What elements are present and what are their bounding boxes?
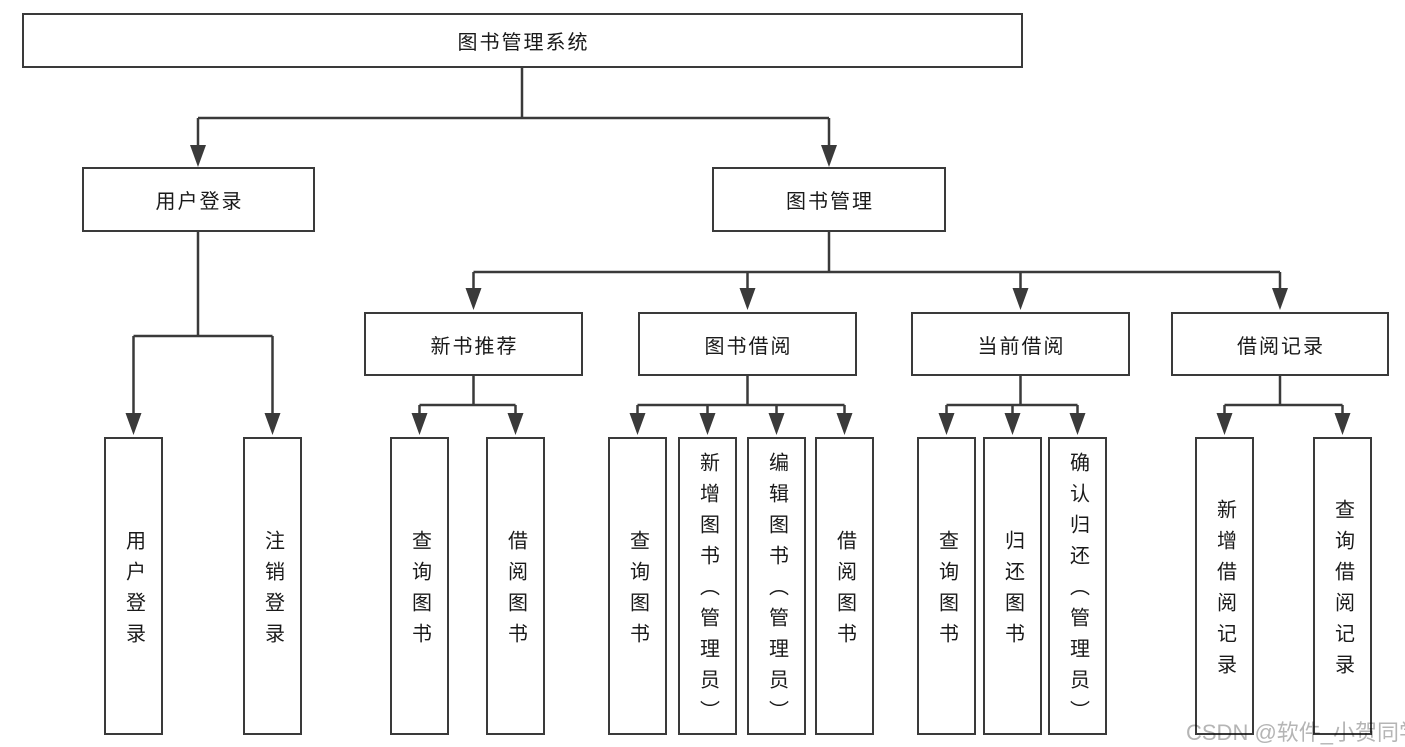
node-leaf-return-books: 归还图书 <box>983 437 1042 735</box>
node-label: 编辑图书（管理员） <box>765 452 788 731</box>
node-leaf-edit-books-admin: 编辑图书（管理员） <box>747 437 806 735</box>
node-borrowing-records: 借阅记录 <box>1171 312 1389 376</box>
node-leaf-user-login: 用户登录 <box>104 437 163 735</box>
connector-current-branch <box>945 376 1079 415</box>
node-leaf-confirm-return-admin: 确认归还（管理员） <box>1048 437 1107 735</box>
node-leaf-query-borrow-record: 查询借阅记录 <box>1313 437 1372 735</box>
node-label: 查询图书 <box>408 529 431 654</box>
node-label: 新书推荐 <box>430 335 519 358</box>
node-new-book-recommend: 新书推荐 <box>364 312 583 376</box>
node-leaf-borrow-query-books: 查询图书 <box>608 437 667 735</box>
node-label: 新增图书（管理员） <box>696 452 719 731</box>
node-label: 用户登录 <box>122 529 145 654</box>
connector-records-branch <box>1223 376 1344 415</box>
node-label: 查询图书 <box>935 529 958 654</box>
node-label: 图书管理 <box>786 191 874 213</box>
node-label: 确认归还（管理员） <box>1066 452 1089 731</box>
node-leaf-newbook-query-books: 查询图书 <box>390 437 449 735</box>
node-label: 查询图书 <box>626 529 649 654</box>
connector-newbook-branch <box>418 376 517 415</box>
node-label: 借阅图书 <box>504 529 527 654</box>
connector-borrow-branch <box>636 376 846 415</box>
node-user-login: 用户登录 <box>82 167 315 232</box>
node-label: 图书借阅 <box>704 335 793 358</box>
node-label: 新增借阅记录 <box>1213 498 1236 685</box>
node-book-borrowing: 图书借阅 <box>638 312 857 376</box>
node-label: 借阅记录 <box>1237 335 1325 358</box>
node-leaf-add-borrow-record: 新增借阅记录 <box>1195 437 1254 735</box>
node-label: 查询借阅记录 <box>1331 498 1354 685</box>
connector-userlogin-branch <box>132 232 274 415</box>
node-label: 归还图书 <box>1001 529 1024 654</box>
node-label: 用户登录 <box>155 191 244 213</box>
node-current-borrowing: 当前借阅 <box>911 312 1130 376</box>
node-leaf-logout: 注销登录 <box>243 437 302 735</box>
node-leaf-borrow-books: 借阅图书 <box>815 437 874 735</box>
node-label: 注销登录 <box>261 529 284 654</box>
arrowheads <box>125 145 1351 435</box>
node-leaf-newbook-borrow-books: 借阅图书 <box>486 437 545 735</box>
node-book-management: 图书管理 <box>712 167 946 232</box>
node-label: 借阅图书 <box>833 529 856 654</box>
csdn-watermark: CSDN @软件_小贺同学 <box>1186 720 1405 745</box>
node-label: 图书管理系统 <box>457 32 590 54</box>
node-leaf-current-query-books: 查询图书 <box>917 437 976 735</box>
connector-bookmgmt-branch <box>472 232 1282 290</box>
node-label: 当前借阅 <box>977 335 1066 358</box>
node-library-management-system: 图书管理系统 <box>22 13 1023 68</box>
node-leaf-add-books-admin: 新增图书（管理员） <box>678 437 737 735</box>
connector-root-branch <box>196 68 831 147</box>
